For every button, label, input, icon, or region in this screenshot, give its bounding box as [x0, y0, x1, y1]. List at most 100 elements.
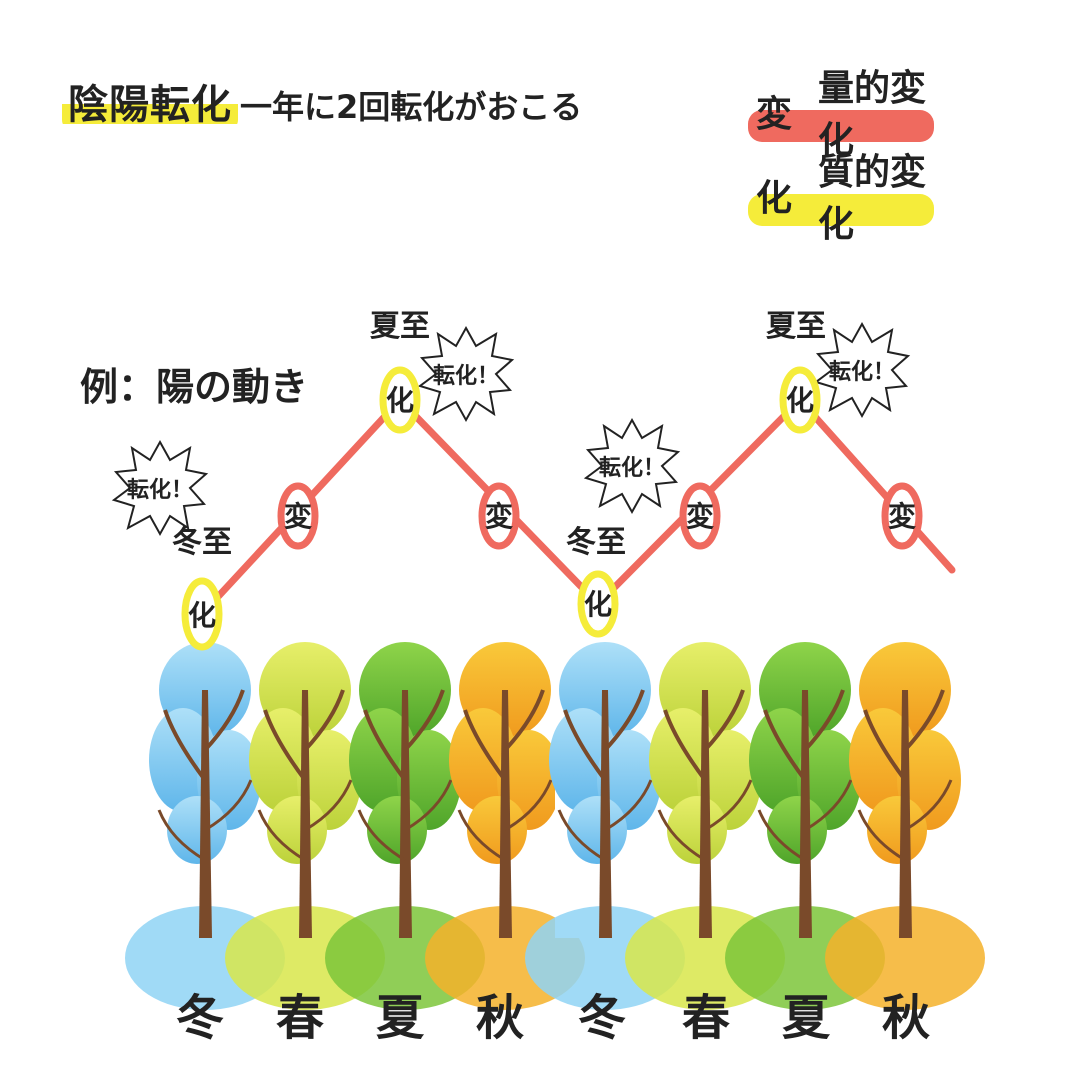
node-ring — [679, 482, 721, 550]
burst-text: 転化！ — [433, 363, 499, 389]
node-ring — [577, 570, 619, 638]
tree-branch — [704, 779, 753, 832]
tree-branch — [157, 809, 206, 862]
legend-item-quality: 化 質的変化 — [748, 152, 934, 245]
season-label: 夏 — [781, 990, 830, 1046]
tree-branch — [557, 809, 606, 862]
season-label: 秋 — [475, 990, 524, 1046]
canopy-autumn — [867, 796, 927, 864]
tree-trunk — [699, 690, 712, 938]
tree-trunk — [499, 690, 512, 938]
tree-branch — [463, 709, 507, 782]
burst-shape — [111, 439, 209, 537]
legend-key: 化 — [756, 178, 793, 219]
canopy-autumn — [467, 796, 527, 864]
tree-trunk — [799, 690, 812, 938]
burst-shape — [417, 325, 515, 423]
tree-branch — [404, 779, 453, 832]
node-quality: 化 — [379, 366, 421, 434]
tree-branch — [303, 689, 345, 752]
node-quality: 化 — [779, 366, 821, 434]
node-text: 化 — [386, 384, 414, 417]
node-text: 化 — [786, 384, 814, 417]
burst-left: 転化！ — [111, 439, 209, 537]
page-title: 陰陽転化 — [62, 72, 238, 130]
node-text: 変 — [284, 500, 312, 533]
page-subtitle: 一年に2回転化がおこる — [240, 88, 583, 126]
tree-branch — [363, 709, 407, 782]
burst-shape — [813, 321, 911, 419]
burst-top-left: 転化！ — [417, 325, 515, 423]
tree-branch — [663, 709, 707, 782]
legend-highlight-quantity — [748, 110, 934, 142]
tree-branch — [603, 689, 645, 752]
node-ring — [277, 482, 319, 550]
burst-text: 転化！ — [599, 455, 665, 481]
node-text: 変 — [888, 500, 916, 533]
tree-branch — [863, 709, 907, 782]
winter-solstice-label: 冬至 — [172, 525, 232, 560]
winter-solstice-label: 冬至 — [566, 525, 626, 560]
node-quality: 化 — [181, 577, 223, 651]
burst-top-right: 転化！ — [813, 321, 911, 419]
tree-branch — [163, 709, 207, 782]
legend-highlight-quality — [748, 194, 934, 226]
tree-branch — [757, 809, 806, 862]
tree-branch — [904, 779, 953, 832]
burst-text: 転化！ — [829, 359, 895, 385]
tree-branch — [504, 779, 553, 832]
node-ring — [181, 577, 223, 651]
canopy-summer — [767, 796, 827, 864]
canopy-spring — [267, 796, 327, 864]
example-label: 例：陽の動き — [80, 365, 309, 409]
tree-branch — [503, 689, 545, 752]
legend-key: 変 — [756, 94, 793, 135]
tree-branch — [263, 709, 307, 782]
season-label: 冬 — [175, 990, 224, 1046]
canopy-spring — [667, 796, 727, 864]
summer-solstice-label: 夏至 — [766, 309, 826, 344]
burst-middle: 転化！ — [583, 417, 681, 515]
tree-branch — [657, 809, 706, 862]
tree-trunk — [599, 690, 612, 938]
tree-branch — [903, 689, 945, 752]
tree-branch — [203, 689, 245, 752]
node-quantity: 変 — [881, 482, 923, 550]
tree-branch — [857, 809, 906, 862]
node-text: 化 — [188, 599, 216, 632]
tree-branch — [457, 809, 506, 862]
tree-trunk — [199, 690, 212, 938]
canopy-winter — [167, 796, 227, 864]
tree-illustration — [125, 630, 985, 1010]
node-ring — [379, 366, 421, 434]
node-quantity: 変 — [277, 482, 319, 550]
tree-branch — [357, 809, 406, 862]
node-text: 変 — [485, 500, 513, 533]
tree-branch — [604, 779, 653, 832]
tree-branch — [763, 709, 807, 782]
season-label: 春 — [275, 990, 324, 1046]
tree-branch — [304, 779, 353, 832]
ground-hill-autumn — [825, 906, 985, 1010]
tree-trunk — [899, 690, 912, 938]
legend-label: 量的変化 — [818, 68, 927, 161]
tree-branch — [563, 709, 607, 782]
node-text: 化 — [584, 588, 612, 621]
tree-trunk — [399, 690, 412, 938]
season-label: 夏 — [375, 990, 424, 1046]
node-quantity: 変 — [478, 482, 520, 550]
legend-item-quantity: 変 量的変化 — [748, 68, 934, 161]
tree-branch — [803, 689, 845, 752]
season-label: 冬 — [577, 990, 626, 1046]
node-ring — [779, 366, 821, 434]
tree-trunk — [299, 690, 312, 938]
burst-shape — [583, 417, 681, 515]
canopy-winter — [567, 796, 627, 864]
node-quality: 化 — [577, 570, 619, 638]
tree-branch — [804, 779, 853, 832]
tree-branch — [403, 689, 445, 752]
season-label: 春 — [681, 990, 730, 1046]
canopy-summer — [367, 796, 427, 864]
tree-branch — [257, 809, 306, 862]
